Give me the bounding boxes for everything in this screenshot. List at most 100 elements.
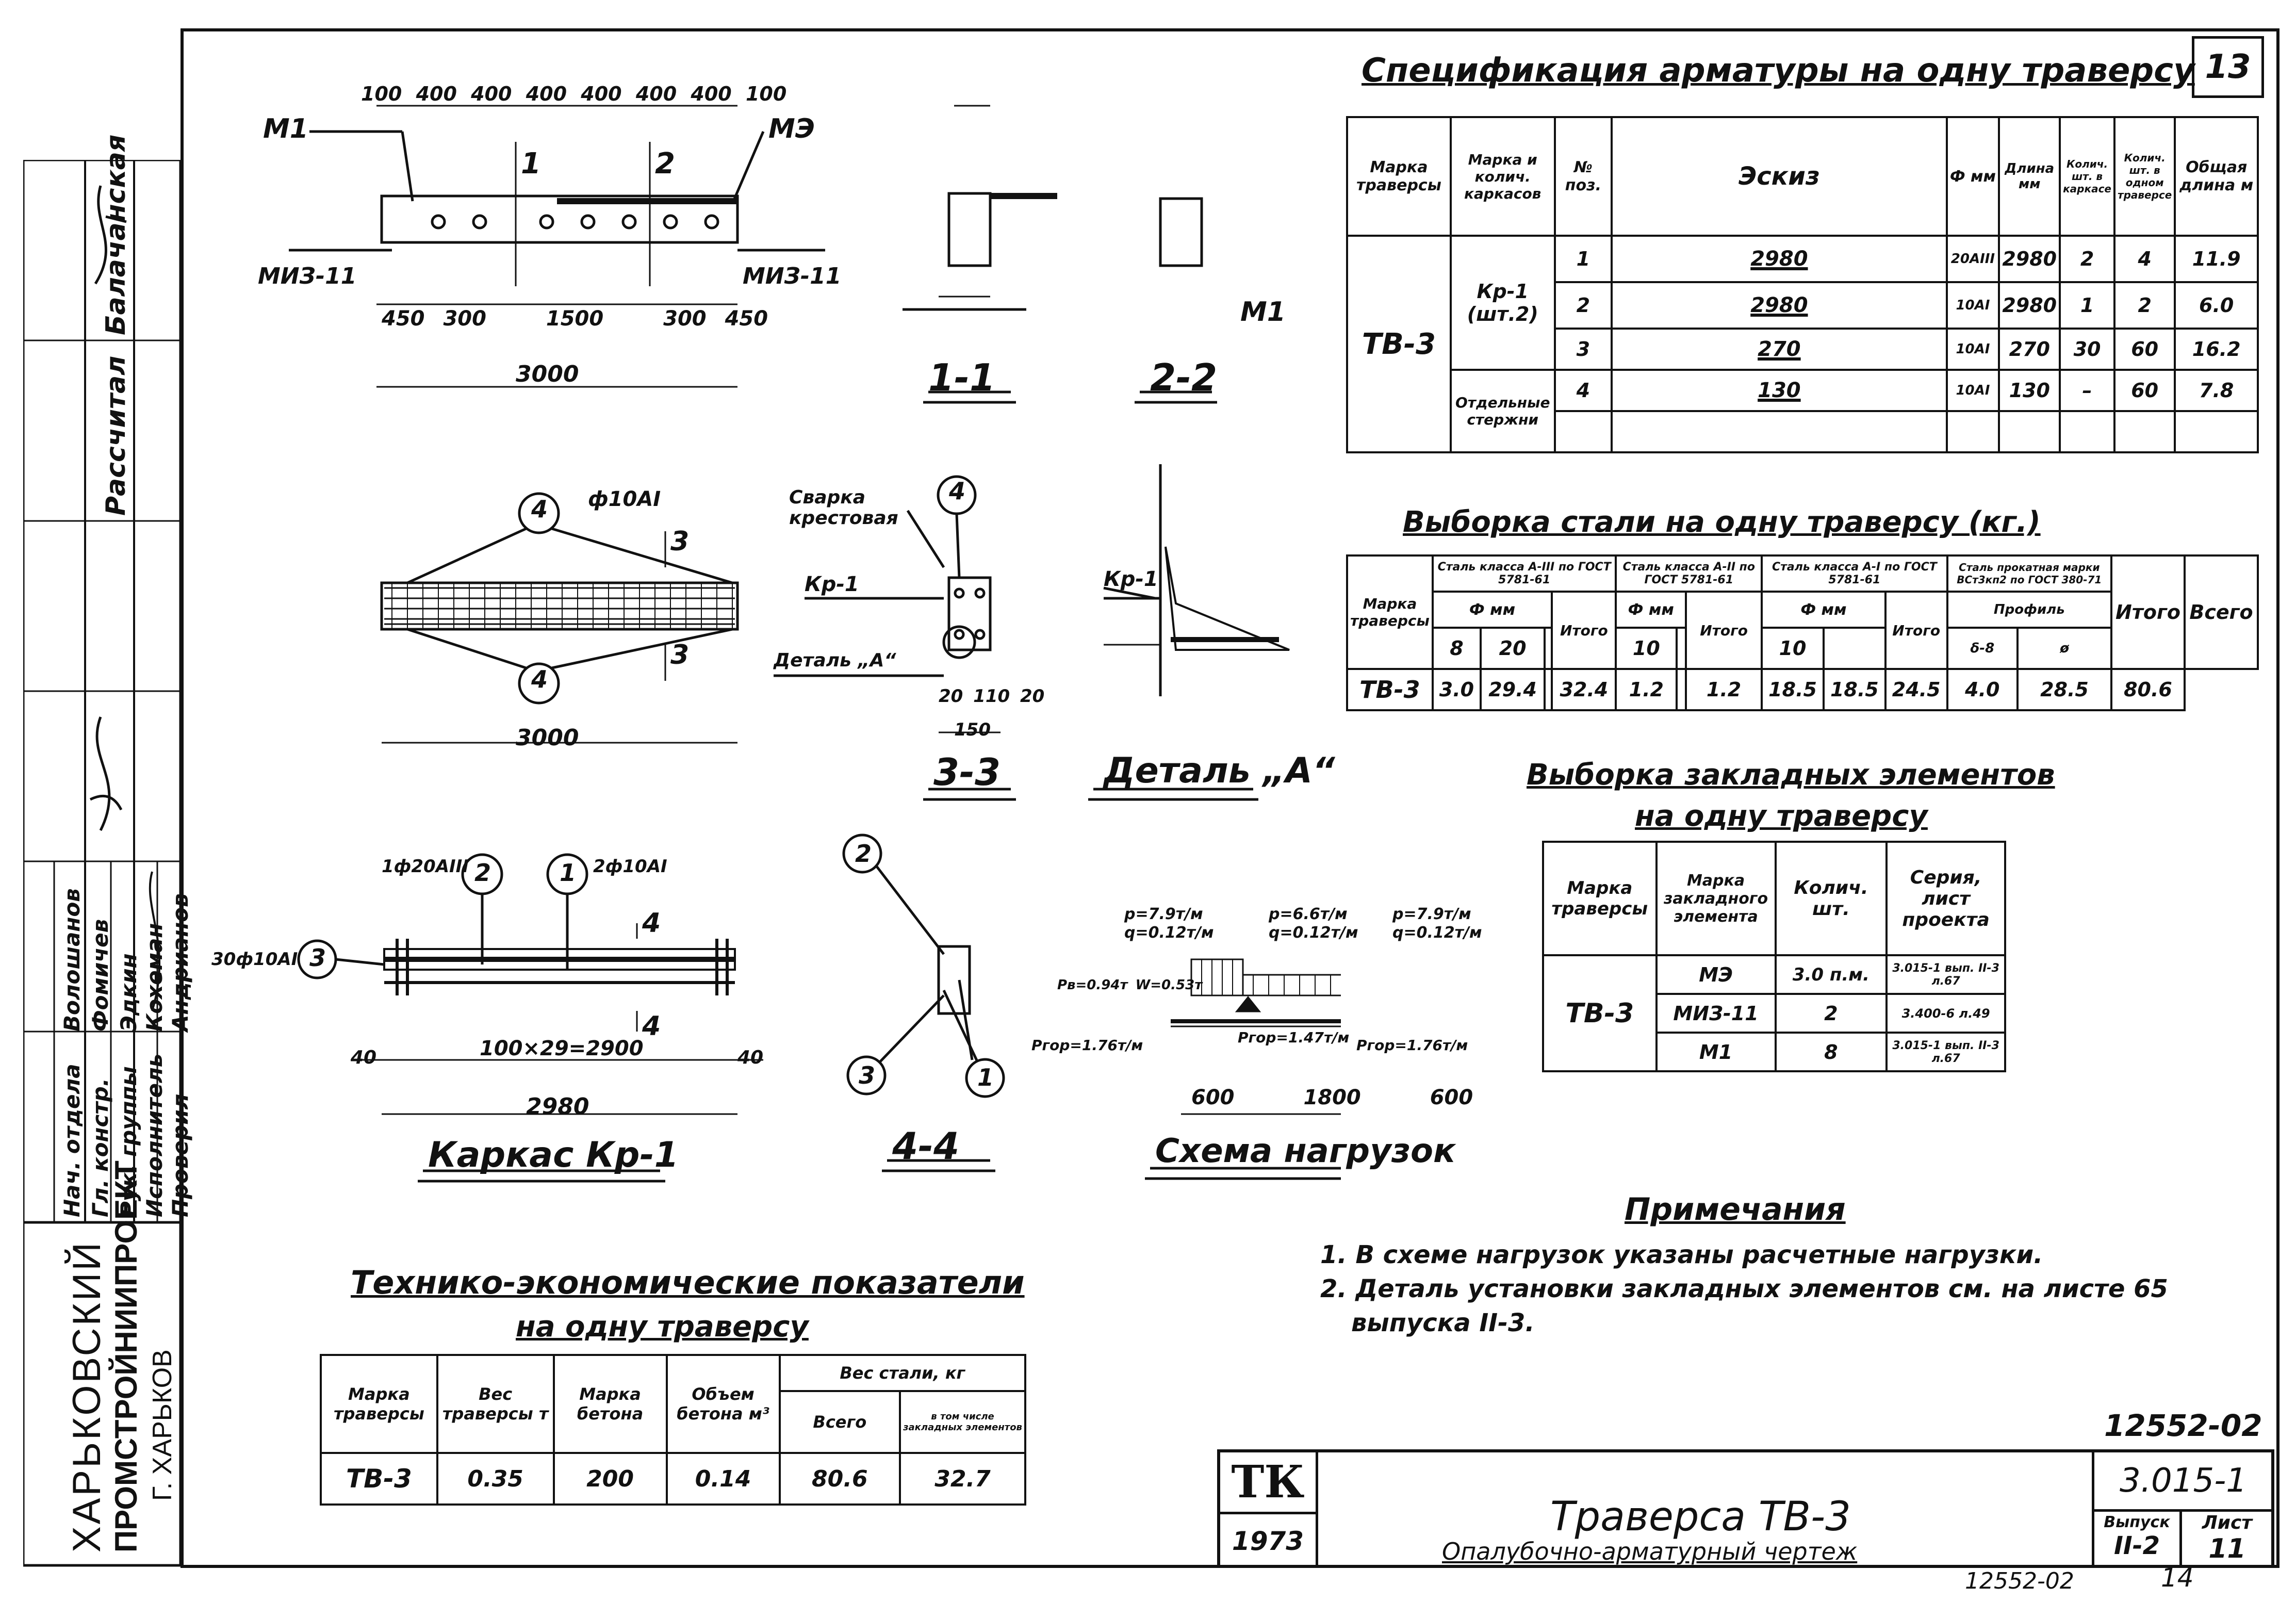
steel-v-10a: 1.2 xyxy=(1615,668,1678,711)
tech-table: Марка траверсы Вес траверсы т Марка бето… xyxy=(320,1354,1027,1506)
embed-ser-2: 3.400-6 л.49 xyxy=(1885,993,2006,1034)
load-pv-w: Рв=0.94т W=0.53т xyxy=(1057,977,1202,993)
steel-v-d8: 24.5 xyxy=(1884,668,1948,711)
spec-group2: Отдельные стержни xyxy=(1449,369,1556,453)
embed-qty-2: 2 xyxy=(1774,993,1888,1034)
spec-title: Спецификация арматуры на одну траверсу xyxy=(1362,52,2195,90)
plan-cut-bottom: 3 xyxy=(670,640,690,671)
steel-v-8: 3.0 xyxy=(1431,668,1482,711)
sheet-number: 13 xyxy=(2205,48,2251,86)
plan-bubble-top: 4 xyxy=(531,495,548,523)
logo-tk: ТК xyxy=(1220,1452,1318,1514)
steel-v-it3: 18.5 xyxy=(1822,668,1887,711)
spec-h-q2: Колич. шт. в одном траверсе xyxy=(2113,116,2176,237)
release-value: II-2 xyxy=(2113,1531,2160,1560)
load-right: р=7.9т/м q=0.12т/м xyxy=(1392,905,1482,942)
s33-dim-1: 20 xyxy=(939,686,963,707)
note-1: 1. В схеме нагрузок указаны расчетные на… xyxy=(1320,1240,2043,1269)
frame-label-1: 1ф20АIII xyxy=(382,856,469,877)
bottom-dim-chain: 450 300 1500 300 450 xyxy=(382,307,768,331)
title-sub: Опалубочно-арматурный чертеж xyxy=(1442,1538,1858,1565)
label-miz-left: МИЗ-11 xyxy=(258,263,357,289)
spec-h-pos: № поз. xyxy=(1553,116,1613,237)
embed-qty-3: 8 xyxy=(1774,1032,1888,1072)
tech-title-2: на одну траверсу xyxy=(516,1310,809,1344)
steel-sub-phi3: Ф мм xyxy=(1761,591,1887,629)
section-2-title: 2-2 xyxy=(1150,356,1218,399)
sheet-number-box: 13 xyxy=(2192,36,2264,98)
sheet-cell: Лист 11 xyxy=(2182,1509,2272,1568)
note-3: выпуска II-3. xyxy=(1351,1309,1535,1337)
load-q1: q=0.12т/м xyxy=(1124,924,1214,942)
spec-total-2: 6.0 xyxy=(2174,281,2259,330)
steel-h-a1: Сталь класса А-I по ГОСТ 5781-61 xyxy=(1761,554,1948,593)
spec-len-1: 2980 xyxy=(1998,235,2061,283)
left-stamp: Балачанская Рассчитал Нач. отдела Гл. ко… xyxy=(22,135,193,1568)
s33-dims: 20 110 20 xyxy=(939,686,1044,707)
steel-v-o: 4.0 xyxy=(1946,668,2019,711)
cut-mark-2: 2 xyxy=(655,147,675,181)
embed-brand: ТВ-3 xyxy=(1542,954,1658,1072)
note-2: 2. Деталь установки закладных элементов … xyxy=(1320,1274,2168,1303)
left-stamp-grid xyxy=(22,158,182,1567)
dim-bot-2: 300 xyxy=(443,307,486,331)
signature-2 xyxy=(89,716,123,831)
spec-total-1: 11.9 xyxy=(2174,235,2259,283)
spec-dia-4: 10АI xyxy=(1945,369,2000,412)
spec-len-2: 2980 xyxy=(1998,281,2061,330)
detail-kr-label: Кр-1 xyxy=(1104,567,1158,591)
steel-v-vsego: 80.6 xyxy=(2110,668,2186,711)
embed-ser-3: 3.015-1 вып. II-3 л.67 xyxy=(1885,1032,2006,1072)
label-m1: М1 xyxy=(263,113,308,144)
dim-top-7: 400 xyxy=(691,83,732,105)
frame-title: Каркас Кр-1 xyxy=(428,1135,679,1175)
detail-a-title: Деталь „А“ xyxy=(1104,750,1335,791)
sheet-label: Лист xyxy=(2202,1512,2253,1533)
load-p2: р=6.6т/м xyxy=(1269,905,1348,923)
s44-bubble-3: 3 xyxy=(859,1061,876,1089)
load-title: Схема нагрузок xyxy=(1155,1132,1456,1170)
dim-top-3: 400 xyxy=(471,83,512,105)
spec-h-sketch: Эскиз xyxy=(1611,116,1948,237)
s44-bubble-2: 2 xyxy=(855,840,872,868)
steel-v-it2: 1.2 xyxy=(1685,668,1763,711)
spec-group1: Кр-1 (шт.2) xyxy=(1449,235,1556,371)
section-4-title: 4-4 xyxy=(892,1124,960,1168)
frame-cut-top: 4 xyxy=(642,908,661,939)
tech-steel-embed: 32.7 xyxy=(899,1452,1026,1506)
tech-h-incl: в том числе закладных элементов xyxy=(899,1390,1026,1454)
spec-q2-2: 2 xyxy=(2113,281,2176,330)
label-phi: ф10АI xyxy=(588,487,661,511)
spec-sketch-3: 270 xyxy=(1611,328,1948,371)
spec-pos-1: 1 xyxy=(1553,235,1613,283)
s33-dim-2: 110 xyxy=(973,686,1010,707)
spec-q1-4: – xyxy=(2059,369,2115,412)
doc-code-bottom: 12552-02 xyxy=(1965,1568,2074,1594)
frame-bubble-2: 2 xyxy=(474,859,491,887)
signature-1 xyxy=(94,185,127,285)
spec-q1-1: 2 xyxy=(2059,235,2115,283)
cut-mark-1: 1 xyxy=(521,147,541,181)
steel-title: Выборка стали на одну траверсу (кг.) xyxy=(1403,505,2041,539)
load-dim-1: 600 xyxy=(1191,1086,1235,1109)
tech-h-steel: Вес стали, кг xyxy=(778,1354,1027,1392)
notes-body: 1. В схеме нагрузок указаны расчетные на… xyxy=(1320,1238,2168,1340)
s44-bubble-1: 1 xyxy=(977,1064,994,1091)
spec-h-frames: Марка и колич. каркасов xyxy=(1449,116,1556,237)
dim-bot-5: 450 xyxy=(725,307,768,331)
spec-len-4: 130 xyxy=(1998,369,2061,412)
frame-dim-left: 40 xyxy=(351,1047,377,1068)
steel-h-a3: Сталь класса А-III по ГОСТ 5781-61 xyxy=(1431,554,1617,593)
steel-v-20: 29.4 xyxy=(1479,668,1546,711)
plan-bubble-bottom: 4 xyxy=(531,665,548,693)
embed-title-2: на одну траверсу xyxy=(1635,799,1928,833)
spec-table: Марка траверсы Марка и колич. каркасов №… xyxy=(1346,116,2259,453)
embed-h-brand: Марка траверсы xyxy=(1542,841,1658,956)
tech-h-concrete: Марка бетона xyxy=(552,1354,668,1454)
section-1-title: 1-1 xyxy=(928,356,996,399)
spec-dia-1: 20АIII xyxy=(1945,235,2000,283)
load-dims: 600 1800 600 xyxy=(1191,1086,1473,1109)
steel-sub-phi1: Ф мм xyxy=(1431,591,1553,629)
load-pgor-2: Ргор=1.47т/м xyxy=(1238,1029,1350,1046)
steel-v-it1: 32.4 xyxy=(1551,668,1617,711)
